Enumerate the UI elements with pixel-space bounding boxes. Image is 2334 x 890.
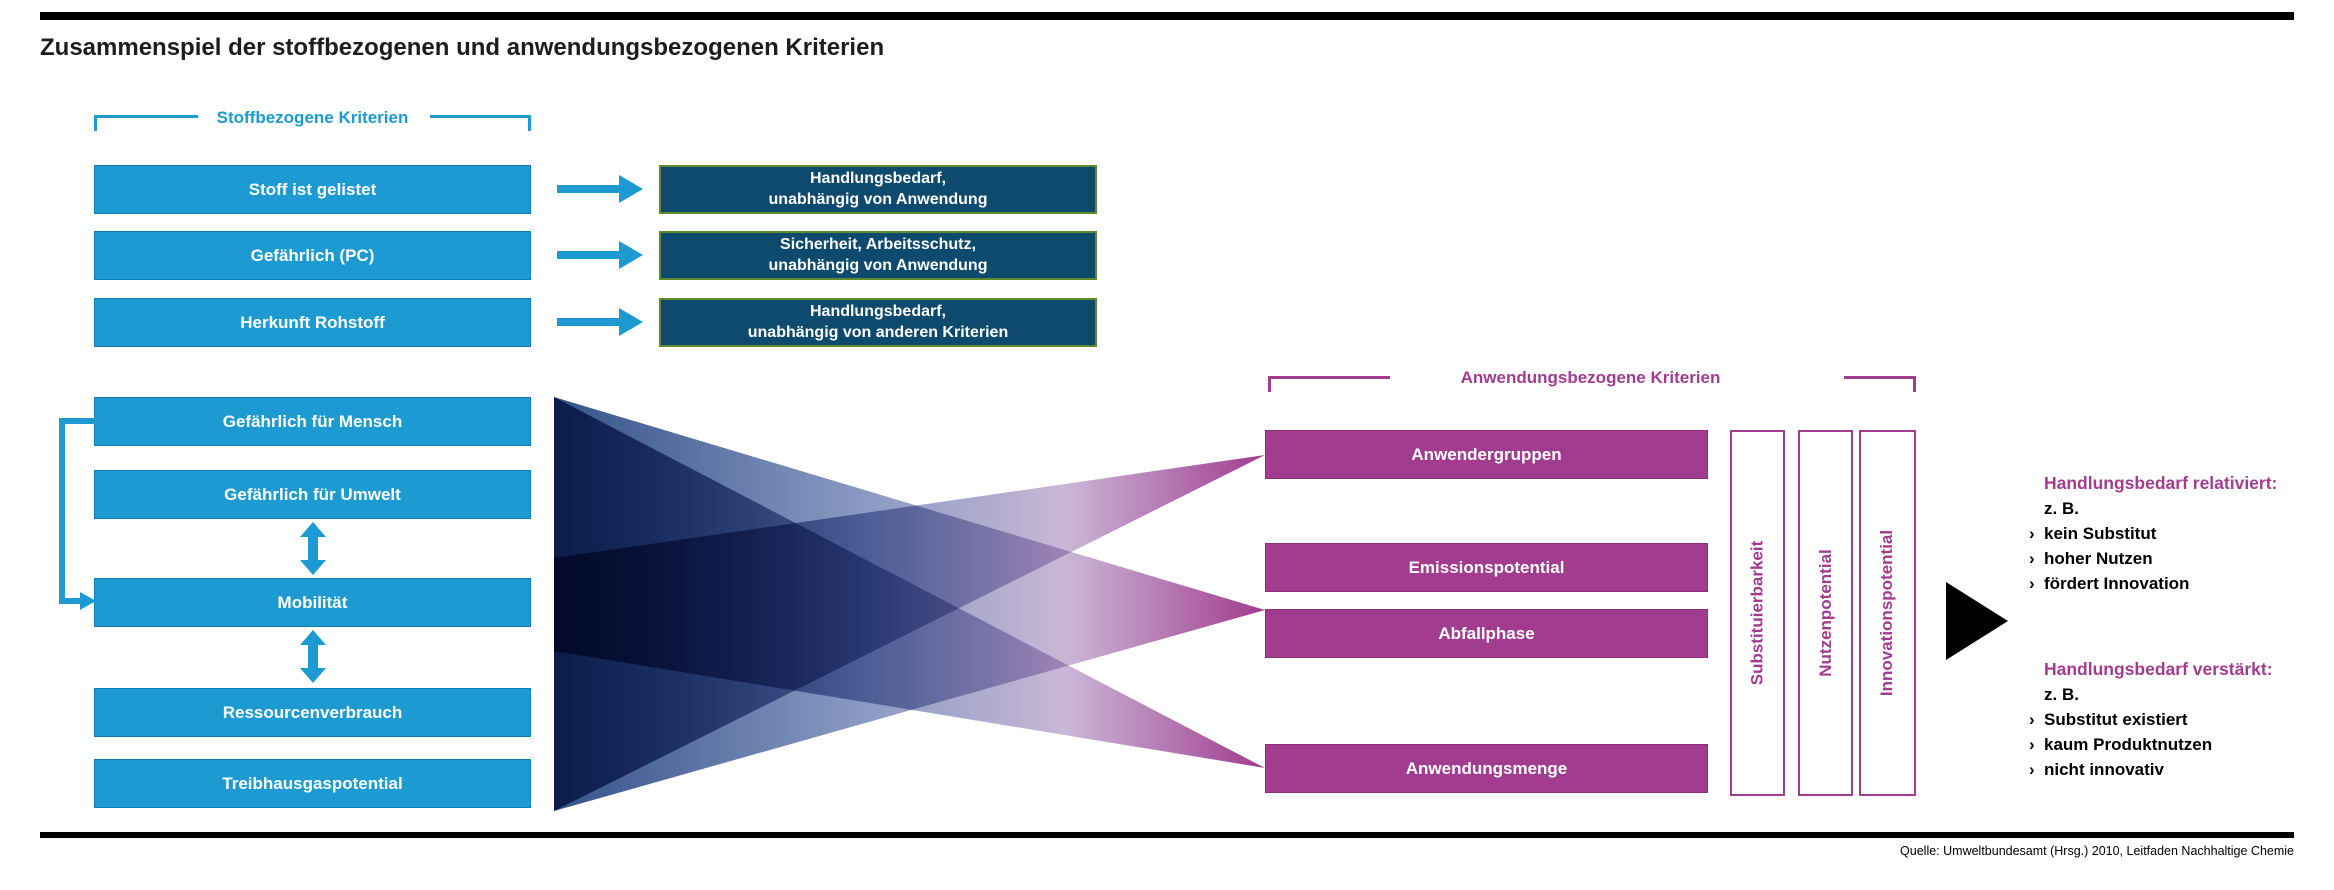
result-box-line: unabhängig von Anwendung [768, 190, 988, 208]
arrow-right-icon [557, 308, 643, 336]
vertical-criteria-box: Substituierbarkeit [1730, 430, 1785, 796]
vertical-criteria-box: Innovationspotential [1859, 430, 1916, 796]
source-note: Quelle: Umweltbundesamt (Hrsg.) 2010, Le… [1900, 844, 2294, 858]
result-box-line: Handlungsbedarf, [809, 302, 946, 320]
outcome-item: › kaum Produktnutzen [2029, 732, 2329, 757]
outcome-item-label: kein Substitut [2044, 524, 2157, 543]
page-title: Zusammenspiel der stoffbezogenen und anw… [40, 34, 885, 61]
vertical-criteria-label: Innovationspotential [1877, 529, 1897, 697]
result-box-line: unabhängig von anderen Kriterien [747, 323, 1009, 341]
substance-box: Gefährlich (PC) [94, 231, 531, 280]
substance-box: Stoff ist gelistet [94, 165, 531, 214]
substance-section-label: Stoffbezogene Kriterien [216, 108, 409, 127]
application-section-label: Anwendungsbezogene Kriterien [1460, 368, 1721, 387]
outcome-item: › Substitut existiert [2029, 707, 2329, 732]
outcome-item: › fördert Innovation [2029, 571, 2329, 596]
substance-box: Ressourcenverbrauch [94, 688, 531, 737]
double-arrow-icon [300, 630, 326, 683]
application-box: Abfallphase [1265, 609, 1708, 658]
outcome-item-label: nicht innovativ [2044, 760, 2164, 779]
substance-box: Herkunft Rohstoff [94, 298, 531, 347]
funnel-gradient [554, 397, 1265, 811]
substance-box: Mobilität [94, 578, 531, 627]
top-rule [40, 12, 2294, 20]
outcome-item-label: Substitut existiert [2044, 710, 2188, 729]
black-triangle-icon [1946, 582, 2008, 660]
chevron-bullet-icon: › [2029, 524, 2035, 543]
chevron-bullet-icon: › [2029, 735, 2035, 754]
result-box: Handlungsbedarf, unabhängig von anderen … [659, 298, 1097, 347]
outcome-heading: Handlungsbedarf verstärkt: [2044, 659, 2273, 679]
application-box: Anwendergruppen [1265, 430, 1708, 479]
result-box: Sicherheit, Arbeitsschutz, unabhängig vo… [659, 231, 1097, 280]
application-box: Anwendungsmenge [1265, 744, 1708, 793]
chevron-bullet-icon: › [2029, 574, 2035, 593]
substance-box: Gefährlich für Mensch [94, 397, 531, 446]
outcome-item-label: fördert Innovation [2044, 574, 2190, 593]
bracket-arrow-icon [59, 418, 97, 610]
outcome-item-label: hoher Nutzen [2044, 549, 2153, 568]
bracket-line [1844, 376, 1916, 379]
outcome-item-label: kaum Produktnutzen [2044, 735, 2213, 754]
arrow-right-icon [557, 241, 643, 269]
result-box-line: Sicherheit, Arbeitsschutz, [780, 235, 976, 253]
result-box: Handlungsbedarf, unabhängig von Anwendun… [659, 165, 1097, 214]
chevron-bullet-icon: › [2029, 549, 2035, 568]
vertical-criteria-label: Substituierbarkeit [1747, 540, 1767, 686]
substance-box: Treibhausgaspotential [94, 759, 531, 808]
bracket-line [430, 115, 531, 118]
result-box-line: Handlungsbedarf, [809, 169, 946, 187]
outcome-item: › hoher Nutzen [2029, 546, 2329, 571]
outcome-block-reinforced: Handlungsbedarf verstärkt: z. B. › Substi… [2029, 657, 2329, 782]
outcome-intro: z. B. [2044, 685, 2079, 704]
application-box: Emissionspotential [1265, 543, 1708, 592]
outcome-item: › kein Substitut [2029, 521, 2329, 546]
bracket-tick [1268, 376, 1271, 392]
substance-box: Gefährlich für Umwelt [94, 470, 531, 519]
arrow-right-icon [557, 175, 643, 203]
bracket-tick [528, 115, 531, 131]
outcome-intro: z. B. [2044, 499, 2079, 518]
bracket-tick [94, 115, 97, 131]
outcome-heading: Handlungsbedarf relativiert: [2044, 473, 2278, 493]
chevron-bullet-icon: › [2029, 710, 2035, 729]
bracket-tick [1913, 376, 1916, 392]
vertical-criteria-box: Nutzenpotential [1798, 430, 1853, 796]
vertical-criteria-label: Nutzenpotential [1815, 549, 1835, 677]
outcome-item: › nicht innovativ [2029, 757, 2329, 782]
bracket-line [1268, 376, 1390, 379]
double-arrow-icon [300, 522, 326, 575]
chevron-bullet-icon: › [2029, 760, 2035, 779]
result-box-line: unabhängig von Anwendung [768, 256, 988, 274]
bottom-rule [40, 832, 2294, 838]
outcome-block-relativized: Handlungsbedarf relativiert: z. B. › kein… [2029, 471, 2329, 596]
bracket-line [94, 115, 198, 118]
